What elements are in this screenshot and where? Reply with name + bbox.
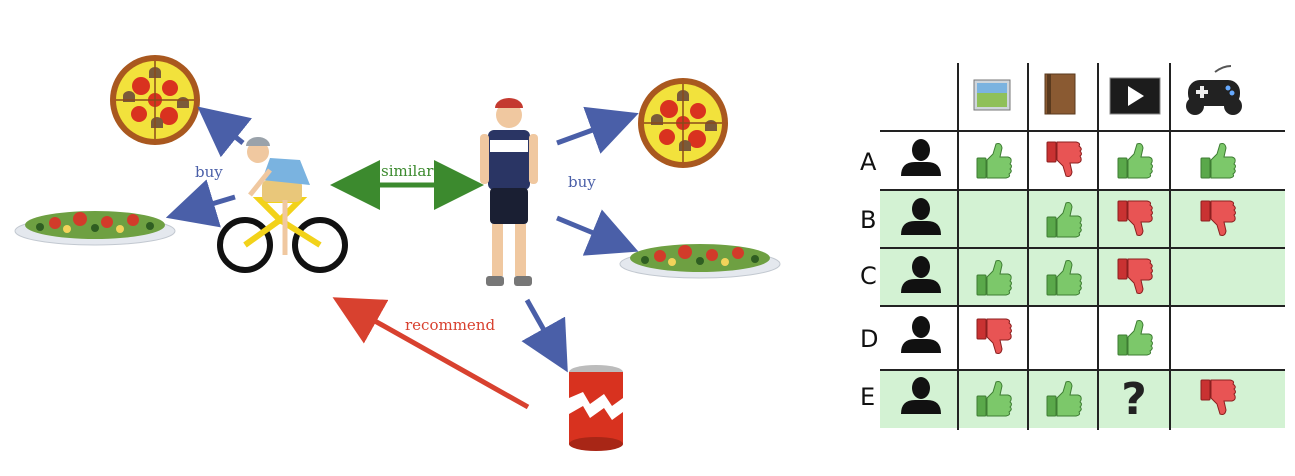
similar-label: similar xyxy=(381,162,434,180)
thumbs-down-icon xyxy=(1046,141,1082,177)
row-label-e: E xyxy=(860,383,875,411)
row-label-b: B xyxy=(860,206,876,234)
thumbs-down-icon xyxy=(976,318,1012,354)
row-label-c: C xyxy=(860,262,877,290)
unknown-rating: ? xyxy=(1121,374,1147,425)
pizza-left xyxy=(109,54,201,146)
buy-arrow-pizza-left xyxy=(197,106,253,158)
buy-arrow-soda xyxy=(521,298,568,373)
buy-label-right: buy xyxy=(568,173,596,191)
rating-matrix: A B C D E ? xyxy=(860,63,1285,430)
salad-right xyxy=(619,243,781,279)
rating-cells: ? xyxy=(976,141,1236,425)
row-label-d: D xyxy=(860,325,878,353)
recommend-label: recommend xyxy=(405,316,495,334)
picture-icon xyxy=(973,79,1011,111)
salad-left xyxy=(14,210,176,246)
user-a-icon xyxy=(901,139,941,176)
buy-label-left: buy xyxy=(195,163,223,181)
book-icon xyxy=(1044,73,1076,115)
row-c-highlight xyxy=(880,248,1285,305)
buy-arrow-pizza-right xyxy=(556,106,639,154)
thumbs-up-icon xyxy=(1200,143,1236,179)
recommend-arrow xyxy=(332,297,530,410)
buy-arrow-salad-left xyxy=(165,179,236,228)
row-label-a: A xyxy=(860,148,877,176)
pizza-right xyxy=(637,77,729,169)
thumbs-up-icon xyxy=(976,143,1012,179)
buy-arrow-salad-right xyxy=(556,209,639,256)
user-d-icon xyxy=(901,316,941,353)
soda-can xyxy=(569,365,623,451)
similar-user xyxy=(480,98,538,286)
cyclist-user xyxy=(217,137,348,273)
thumbs-up-icon xyxy=(1117,320,1153,356)
thumbs-up-icon xyxy=(1117,143,1153,179)
video-player-icon xyxy=(1109,77,1161,115)
gamepad-icon xyxy=(1186,65,1242,115)
